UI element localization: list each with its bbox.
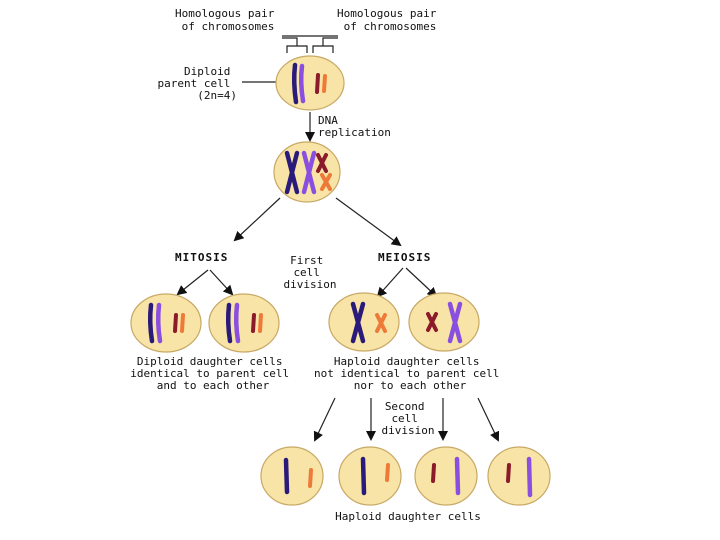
haploid-cell-meiosis-i: [328, 292, 400, 352]
meiosis-arrow: [335, 197, 402, 247]
haploid-daughter-cell: [338, 446, 402, 506]
diploid-daughter-cell: [130, 293, 202, 353]
haploid-daughter-cell: [260, 446, 324, 506]
mitosis-arrow-left: [176, 269, 209, 296]
mitosis-heading: MITOSIS: [175, 251, 228, 264]
haploid-daughter-cell: [487, 446, 551, 506]
mitosis-arrow: [233, 197, 281, 242]
meiosis-ii-arrow: [477, 397, 500, 442]
homologous-pair-right-label: Homologous pair of chromosomes: [337, 7, 443, 33]
meiosis-arrow-right: [405, 267, 438, 298]
diploid-daughters-caption: Diploid daughter cells identical to pare…: [130, 355, 296, 392]
haploid-daughters-caption-2: Haploid daughter cells: [335, 510, 481, 523]
meiosis-arrow-left: [376, 267, 404, 298]
dna-replication-label: DNA replication: [318, 114, 391, 139]
homologous-pair-brackets: [282, 35, 338, 53]
haploid-cell-meiosis-i: [408, 292, 480, 352]
first-cell-division-label: First cell division: [284, 254, 337, 291]
diploid-daughter-cell: [208, 293, 280, 353]
replicated-cell: [273, 141, 341, 203]
meiosis-heading: MEIOSIS: [378, 251, 431, 264]
mitosis-arrow-right: [209, 269, 234, 296]
diploid-parent-cell: [275, 55, 345, 111]
haploid-daughters-caption-1: Haploid daughter cells not identical to …: [314, 355, 506, 392]
homologous-pair-left-label: Homologous pair of chromosomes: [175, 7, 281, 33]
meiosis-ii-arrow: [313, 397, 336, 442]
second-cell-division-label: Second cell division: [382, 400, 435, 437]
haploid-daughter-cell: [414, 446, 478, 506]
diploid-parent-label: Diploid parent cell (2n=4): [158, 65, 237, 102]
